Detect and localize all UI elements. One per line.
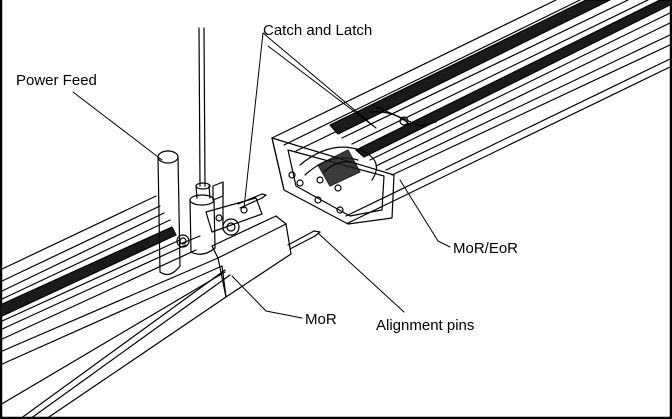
label-power-feed: Power Feed <box>16 72 97 89</box>
mor-eor-rail-right <box>271 0 672 225</box>
label-catch-and-latch: Catch and Latch <box>263 22 373 39</box>
label-mor: MoR <box>305 311 337 328</box>
alignment-pins <box>237 193 321 250</box>
power-post <box>189 27 224 255</box>
mor-rail-left <box>0 195 292 419</box>
label-alignment-pins: Alignment pins <box>376 317 475 334</box>
leader-lines <box>72 32 451 319</box>
label-mor-eor: MoR/EoR <box>453 240 519 257</box>
